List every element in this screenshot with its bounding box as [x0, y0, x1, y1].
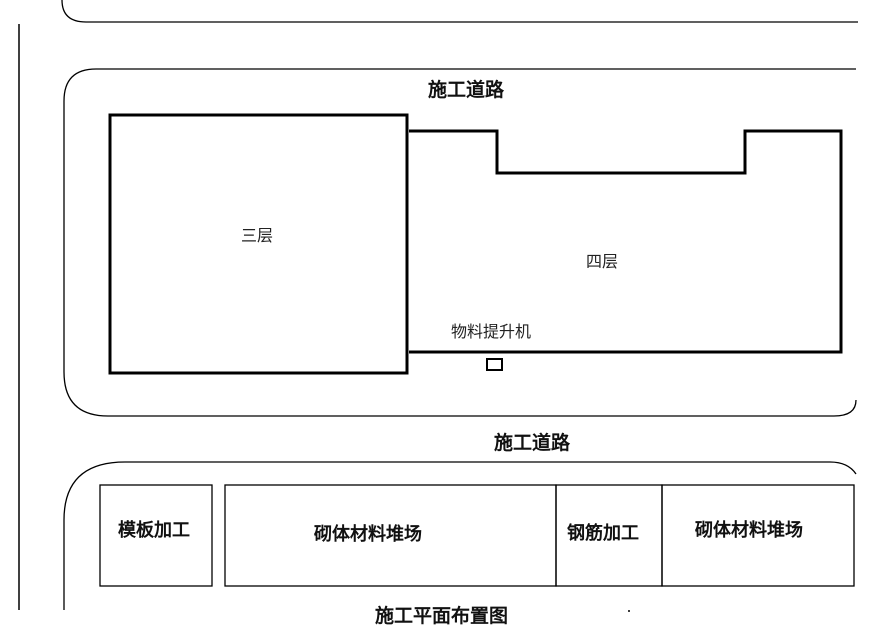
stray-dot — [628, 610, 630, 612]
diagram-caption: 施工平面布置图 — [375, 605, 509, 627]
yard-box-masonry-2 — [661, 484, 855, 587]
yard-label-rebar: 钢筋加工 — [567, 523, 639, 544]
yard-label-masonry-2: 砌体材料堆场 — [695, 520, 803, 541]
yard-box-formwork — [99, 484, 213, 587]
yard-label-formwork: 模板加工 — [118, 520, 190, 541]
three-floor-label: 三层 — [241, 226, 274, 245]
top-block-outline — [61, 0, 858, 23]
hoist-label: 物料提升机 — [451, 322, 532, 341]
three-floor-building — [108, 113, 409, 375]
material-hoist — [486, 358, 503, 371]
middle-road-label: 施工道路 — [494, 432, 571, 454]
building-site-outline — [63, 68, 857, 417]
yard-label-masonry-1: 砌体材料堆场 — [314, 524, 422, 545]
four-floor-label: 四层 — [586, 252, 619, 271]
four-floor-building — [409, 129, 843, 354]
yard-site-outline — [63, 461, 857, 610]
top-road-label: 施工道路 — [428, 79, 505, 101]
